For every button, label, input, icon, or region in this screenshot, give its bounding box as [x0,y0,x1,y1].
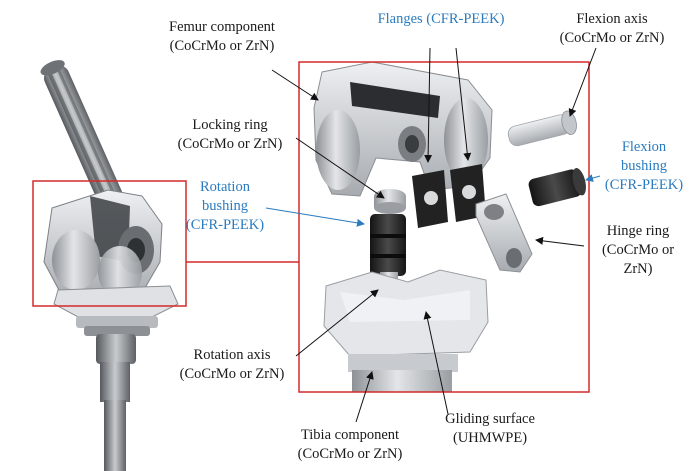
label-flexion-bushing: Flexion bushing (CFR-PEEK) [598,138,690,195]
label-flexion-bushing-line3: (CFR-PEEK) [604,177,684,193]
label-rotation-axis: Rotation axis (CoCrMo or ZrN) [170,346,294,384]
label-flanges-line1: Flanges (CFR-PEEK) [377,11,505,27]
label-rotation-bushing-line1: Rotation [200,179,250,195]
label-tibia-line1: Tibia component [300,427,400,443]
label-gliding-surface: Gliding surface (UHMWPE) [430,410,550,448]
label-tibia-line2: (CoCrMo or ZrN) [297,446,403,462]
label-locking-ring-line1: Locking ring [192,117,268,133]
label-femur-component: Femur component (CoCrMo or ZrN) [158,18,286,56]
assembled-prosthesis [40,60,179,471]
label-rotation-axis-line1: Rotation axis [193,347,271,363]
label-flexion-axis-line1: Flexion axis [576,11,648,27]
label-rotation-bushing-line2: bushing [202,198,248,214]
label-flexion-bushing-line1: Flexion [621,139,667,155]
label-hinge-ring-line2: (CoCrMo or [601,242,675,258]
label-flexion-axis-line2: (CoCrMo or ZrN) [559,30,665,46]
label-femur-line2: (CoCrMo or ZrN) [169,38,275,54]
label-gliding-surface-line1: Gliding surface [445,411,535,427]
label-gliding-surface-line2: (UHMWPE) [452,430,528,446]
label-hinge-ring: Hinge ring (CoCrMo or ZrN) [586,222,690,279]
label-locking-ring-line2: (CoCrMo or ZrN) [177,136,283,152]
label-hinge-ring-line3: ZrN) [623,261,653,277]
label-locking-ring: Locking ring (CoCrMo or ZrN) [166,116,294,154]
label-rotation-bushing-line3: (CFR-PEEK) [185,217,265,233]
label-femur-line1: Femur component [169,19,275,35]
label-flexion-bushing-line2: bushing [621,158,667,174]
leader-lines [265,47,601,423]
detail-frame-right [298,61,590,393]
label-flexion-axis: Flexion axis (CoCrMo or ZrN) [548,10,676,48]
label-rotation-axis-line2: (CoCrMo or ZrN) [179,366,285,382]
exploded-view [313,61,586,392]
label-hinge-ring-line1: Hinge ring [606,223,670,239]
label-rotation-bushing: Rotation bushing (CFR-PEEK) [180,178,270,235]
detail-frame-left [32,180,187,307]
label-flanges: Flanges (CFR-PEEK) [362,10,520,29]
label-tibia-component: Tibia component (CoCrMo or ZrN) [284,426,416,464]
